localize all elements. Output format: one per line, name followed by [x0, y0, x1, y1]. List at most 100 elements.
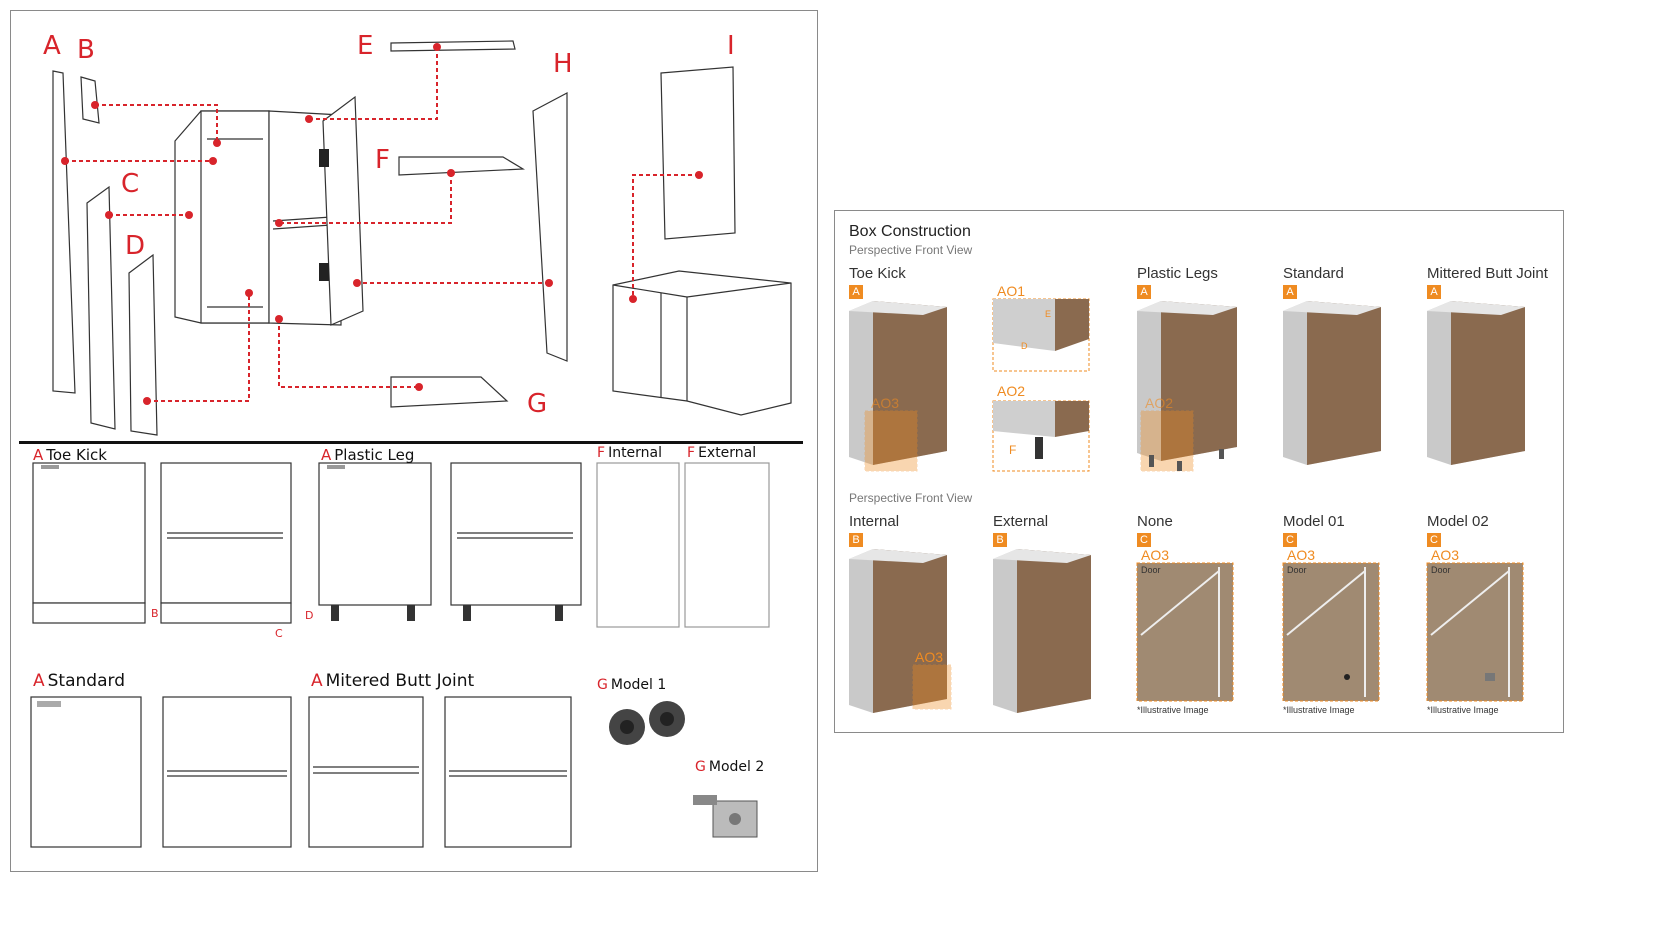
option-internal-badge: B [849, 533, 863, 547]
section-label: Plastic Leg [334, 446, 415, 464]
option-mittered-badge: A [1427, 285, 1441, 299]
box-construction-drawings [849, 298, 1525, 713]
option-standard-badge: A [1283, 285, 1297, 299]
option-plastic-legs-badge: A [1137, 285, 1151, 299]
toe-kick-ao-label: AO3 [871, 395, 900, 411]
part-f-shelf [398, 156, 526, 176]
part-e-top [390, 40, 516, 52]
option-none-badge: C [1137, 533, 1151, 547]
detail-ao1-label: AO1 [997, 283, 1026, 299]
model01-door-label: Door [1287, 565, 1307, 575]
part-a-panel [52, 70, 76, 394]
model01-note: *Illustrative Image [1283, 705, 1355, 715]
option-internal-label: Internal [849, 513, 900, 530]
section-key: G [597, 677, 608, 693]
label-part-b: B [77, 35, 95, 65]
door-right [322, 95, 364, 326]
section-label: Model 2 [708, 759, 765, 775]
section-key: F [687, 445, 696, 461]
section-key: G [695, 759, 706, 775]
option-none-label: None [1137, 513, 1173, 530]
panel-subtitle-1: Perspective Front View [849, 243, 973, 257]
option-toe-kick-badge: A [849, 285, 863, 299]
label-part-f: F [375, 145, 390, 175]
section-key: F [597, 445, 606, 461]
section-key: A [33, 446, 44, 464]
option-model02-badge: C [1427, 533, 1441, 547]
section-label: Model 1 [610, 677, 667, 693]
plastic-legs-ao-label: AO2 [1145, 395, 1174, 411]
cabinet-internal [849, 549, 952, 713]
exploded-cabinet-drawing [19, 40, 803, 848]
label-part-h: H [553, 49, 573, 79]
detail-d-label: D [1021, 341, 1028, 351]
panel-subtitle-2: Perspective Front View [849, 491, 973, 505]
section-label: Standard [47, 671, 125, 691]
model1-bumper-image [609, 701, 685, 745]
section-key: A [33, 671, 45, 691]
part-c-panel [86, 185, 116, 430]
option-toe-kick-label: Toe Kick [849, 265, 906, 282]
option-plastic-legs-label: Plastic Legs [1137, 265, 1218, 282]
model02-ao-label: AO3 [1431, 547, 1460, 563]
label-part-a: A [43, 31, 61, 61]
option-model01-label: Model 01 [1283, 513, 1345, 530]
label-part-g: G [527, 389, 548, 419]
corner-cabinet [612, 270, 792, 416]
detail-ao2-label: AO2 [997, 383, 1026, 399]
door-none-image [1136, 562, 1234, 702]
option-model02-label: Model 02 [1427, 513, 1489, 530]
option-standard-label: Standard [1283, 265, 1344, 282]
part-g-base [390, 376, 509, 408]
part-d-panel [128, 253, 158, 436]
detail-ao1 [992, 298, 1090, 372]
divider-line [19, 441, 803, 444]
none-door-label: Door [1141, 565, 1161, 575]
door-model01-image [1282, 562, 1380, 702]
cabinet-toe-kick [849, 301, 947, 472]
section-label: Internal [608, 445, 663, 461]
detail-ao2 [992, 400, 1090, 472]
detail-f-label: F [1009, 443, 1017, 457]
cabinet-plastic-legs [1137, 301, 1237, 472]
section-key: A [321, 446, 332, 464]
dim-d: D [305, 609, 314, 622]
option-external-badge: B [993, 533, 1007, 547]
part-i-door [660, 66, 736, 240]
label-part-d: D [125, 231, 146, 261]
model2-catch-image [693, 795, 758, 838]
label-part-i: I [727, 31, 735, 61]
section-key: A [311, 671, 323, 691]
internal-ao-label: AO3 [915, 649, 944, 665]
dim-c: C [275, 627, 283, 640]
section-label: External [698, 445, 757, 461]
part-h-panel [532, 92, 568, 362]
model01-ao-label: AO3 [1287, 547, 1316, 563]
section-label: Mitered Butt Joint [325, 671, 475, 691]
part-b-block [80, 76, 100, 124]
model02-note: *Illustrative Image [1427, 705, 1499, 715]
cabinet-standard [1283, 301, 1381, 465]
cabinet-mitered [1427, 301, 1525, 465]
label-part-c: C [121, 169, 140, 199]
option-mittered-label: Mittered Butt Joint [1427, 265, 1548, 282]
option-external-label: External [993, 513, 1049, 530]
model02-door-label: Door [1431, 565, 1451, 575]
none-note: *Illustrative Image [1137, 705, 1209, 715]
cabinet-external [993, 549, 1091, 713]
dim-b: B [151, 607, 159, 620]
label-part-e: E [357, 31, 374, 61]
door-model02-image [1426, 562, 1524, 702]
option-model01-badge: C [1283, 533, 1297, 547]
section-label: Toe Kick [46, 446, 107, 464]
box-construction-panel: Box Construction Perspective Front View … [834, 210, 1564, 733]
